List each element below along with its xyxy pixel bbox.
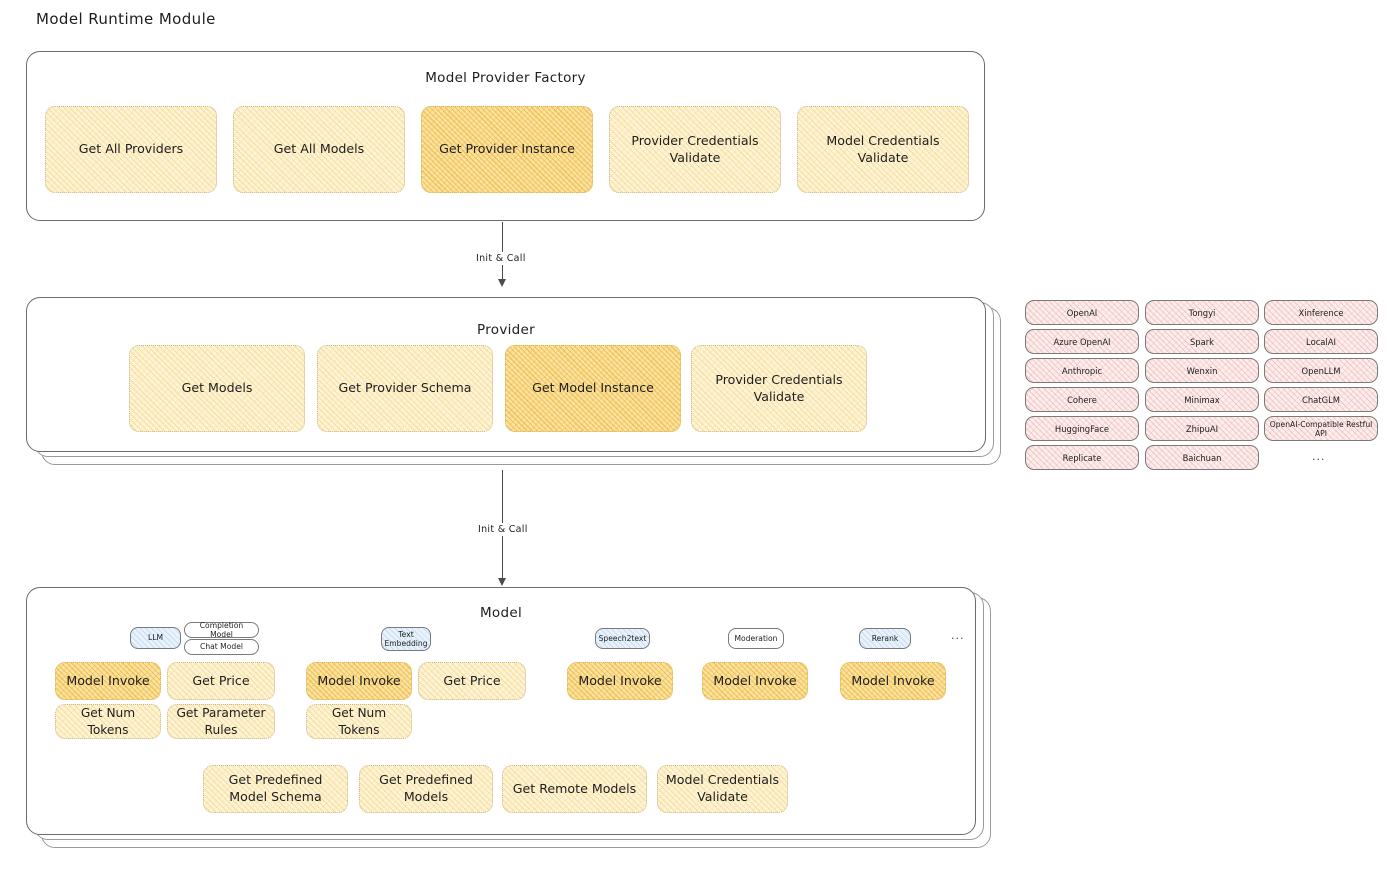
llm-method-get-num-tokens[interactable]: Get Num Tokens: [55, 704, 161, 739]
provider-chip-minimax[interactable]: Minimax: [1145, 387, 1259, 412]
page-title: Model Runtime Module: [36, 10, 216, 28]
model-type-badge-rerank[interactable]: Rerank: [859, 628, 911, 649]
provider-chip-tongyi[interactable]: Tongyi: [1145, 300, 1259, 325]
llm-method-get-price[interactable]: Get Price: [167, 662, 275, 700]
model-common-method-get-remote-models[interactable]: Get Remote Models: [502, 765, 647, 813]
provider-method-get-provider-schema[interactable]: Get Provider Schema: [317, 345, 493, 432]
arrow-factory-to-provider-label: Init & Call: [472, 252, 530, 265]
model-subtype-badge-completion-model[interactable]: Completion Model: [184, 621, 259, 639]
provider-chip-openai[interactable]: OpenAI: [1025, 300, 1139, 325]
text-embedding-method-get-price[interactable]: Get Price: [418, 662, 526, 700]
speech2text-method-model-invoke[interactable]: Model Invoke: [567, 662, 673, 700]
moderation-method-model-invoke[interactable]: Model Invoke: [702, 662, 808, 700]
arrow-provider-to-model-head: [498, 578, 506, 586]
provider-method-get-models[interactable]: Get Models: [129, 345, 305, 432]
model-subtype-badge-chat-model[interactable]: Chat Model: [184, 639, 259, 655]
provider-chip-localai[interactable]: LocalAI: [1264, 329, 1378, 354]
model-type-badge-text-embedding[interactable]: Text Embedding: [381, 627, 431, 651]
provider-chip-cohere[interactable]: Cohere: [1025, 387, 1139, 412]
text-embedding-method-get-num-tokens[interactable]: Get Num Tokens: [306, 704, 412, 739]
provider-chip-azure-openai[interactable]: Azure OpenAI: [1025, 329, 1139, 354]
provider-chip-zhipuai[interactable]: ZhipuAI: [1145, 416, 1259, 441]
provider-list-more: ...: [1312, 450, 1326, 463]
provider-method-get-model-instance[interactable]: Get Model Instance: [505, 345, 681, 432]
model-title: Model: [479, 605, 523, 621]
provider-method-provider-credentials-validate[interactable]: Provider Credentials Validate: [691, 345, 867, 432]
factory-method-provider-credentials-validate[interactable]: Provider Credentials Validate: [609, 106, 781, 193]
model-common-method-get-predefined-models[interactable]: Get Predefined Models: [359, 765, 493, 813]
factory-method-get-all-providers[interactable]: Get All Providers: [45, 106, 217, 193]
provider-chip-chatglm[interactable]: ChatGLM: [1264, 387, 1378, 412]
factory-method-get-provider-instance[interactable]: Get Provider Instance: [421, 106, 593, 193]
provider-chip-huggingface[interactable]: HuggingFace: [1025, 416, 1139, 441]
provider-chip-wenxin[interactable]: Wenxin: [1145, 358, 1259, 383]
model-provider-factory-title: Model Provider Factory: [425, 70, 586, 86]
provider-chip-anthropic[interactable]: Anthropic: [1025, 358, 1139, 383]
model-type-badge-speech2text[interactable]: Speech2text: [595, 628, 650, 649]
provider-chip-replicate[interactable]: Replicate: [1025, 445, 1139, 470]
provider-title: Provider: [477, 322, 535, 338]
model-type-badge-llm[interactable]: LLM: [130, 627, 181, 649]
model-common-method-model-credentials-validate[interactable]: Model Credentials Validate: [657, 765, 788, 813]
text-embedding-method-model-invoke[interactable]: Model Invoke: [306, 662, 412, 700]
factory-method-get-all-models[interactable]: Get All Models: [233, 106, 405, 193]
arrow-provider-to-model-label: Init & Call: [474, 523, 532, 536]
rerank-method-model-invoke[interactable]: Model Invoke: [840, 662, 946, 700]
provider-chip-xinference[interactable]: Xinference: [1264, 300, 1378, 325]
model-types-more: ...: [951, 629, 965, 642]
provider-chip-spark[interactable]: Spark: [1145, 329, 1259, 354]
arrow-factory-to-provider-head: [498, 279, 506, 287]
model-common-method-get-predefined-model-schema[interactable]: Get Predefined Model Schema: [203, 765, 348, 813]
llm-method-model-invoke[interactable]: Model Invoke: [55, 662, 161, 700]
llm-method-get-parameter-rules[interactable]: Get Parameter Rules: [167, 704, 275, 739]
provider-chip-baichuan[interactable]: Baichuan: [1145, 445, 1259, 470]
provider-chip-openai-compatible-restful-api[interactable]: OpenAI-Compatible Restful API: [1264, 416, 1378, 441]
factory-method-model-credentials-validate[interactable]: Model Credentials Validate: [797, 106, 969, 193]
model-type-badge-moderation[interactable]: Moderation: [728, 628, 784, 649]
provider-chip-openllm[interactable]: OpenLLM: [1264, 358, 1378, 383]
